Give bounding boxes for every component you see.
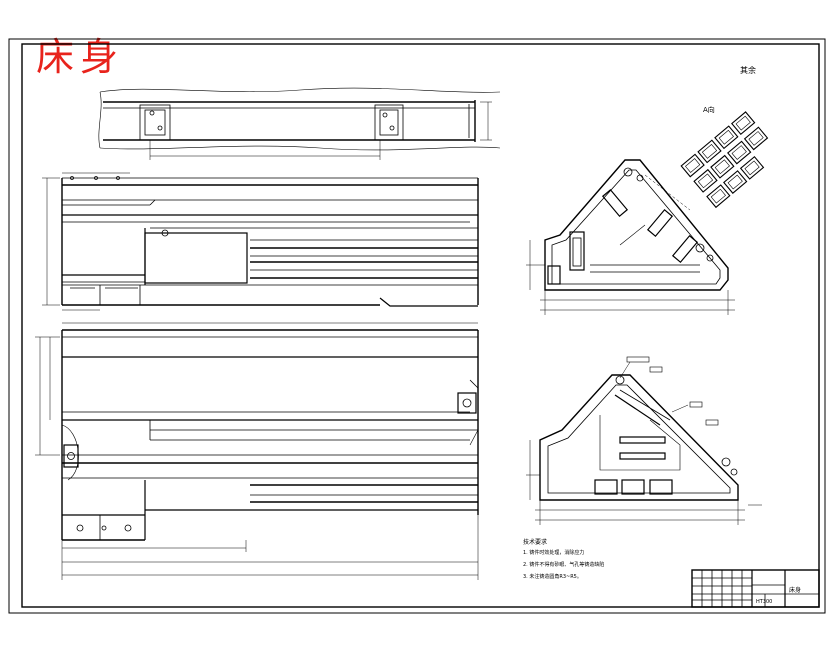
section-detail-pieces [680, 111, 769, 209]
roughness-note: 其余 [740, 65, 756, 75]
tech-requirements-heading: 技术要求 [523, 538, 547, 546]
drawing-frame [8, 38, 826, 614]
view-label: A向 [703, 105, 715, 114]
top-partial-view [98, 87, 501, 160]
drawing-text: 其余 A向 技术要求 1. 铸件时效处理，消除应力 2. 铸件不得有砂眼、气孔等… [523, 65, 801, 605]
title-block [691, 569, 820, 608]
tech-requirement-2: 2. 铸件不得有砂眼、气孔等铸造缺陷 [523, 561, 604, 568]
title-block-part-name: 床身 [789, 586, 801, 594]
plan-view [35, 322, 479, 580]
tech-requirement-1: 1. 铸件时效处理，消除应力 [523, 549, 584, 556]
title-block-material: HT300 [756, 599, 772, 605]
section-view-a [526, 159, 735, 315]
tech-requirement-3: 3. 未注铸造圆角R3~R5。 [523, 573, 582, 580]
section-view-b [526, 356, 762, 525]
front-view [42, 172, 479, 311]
